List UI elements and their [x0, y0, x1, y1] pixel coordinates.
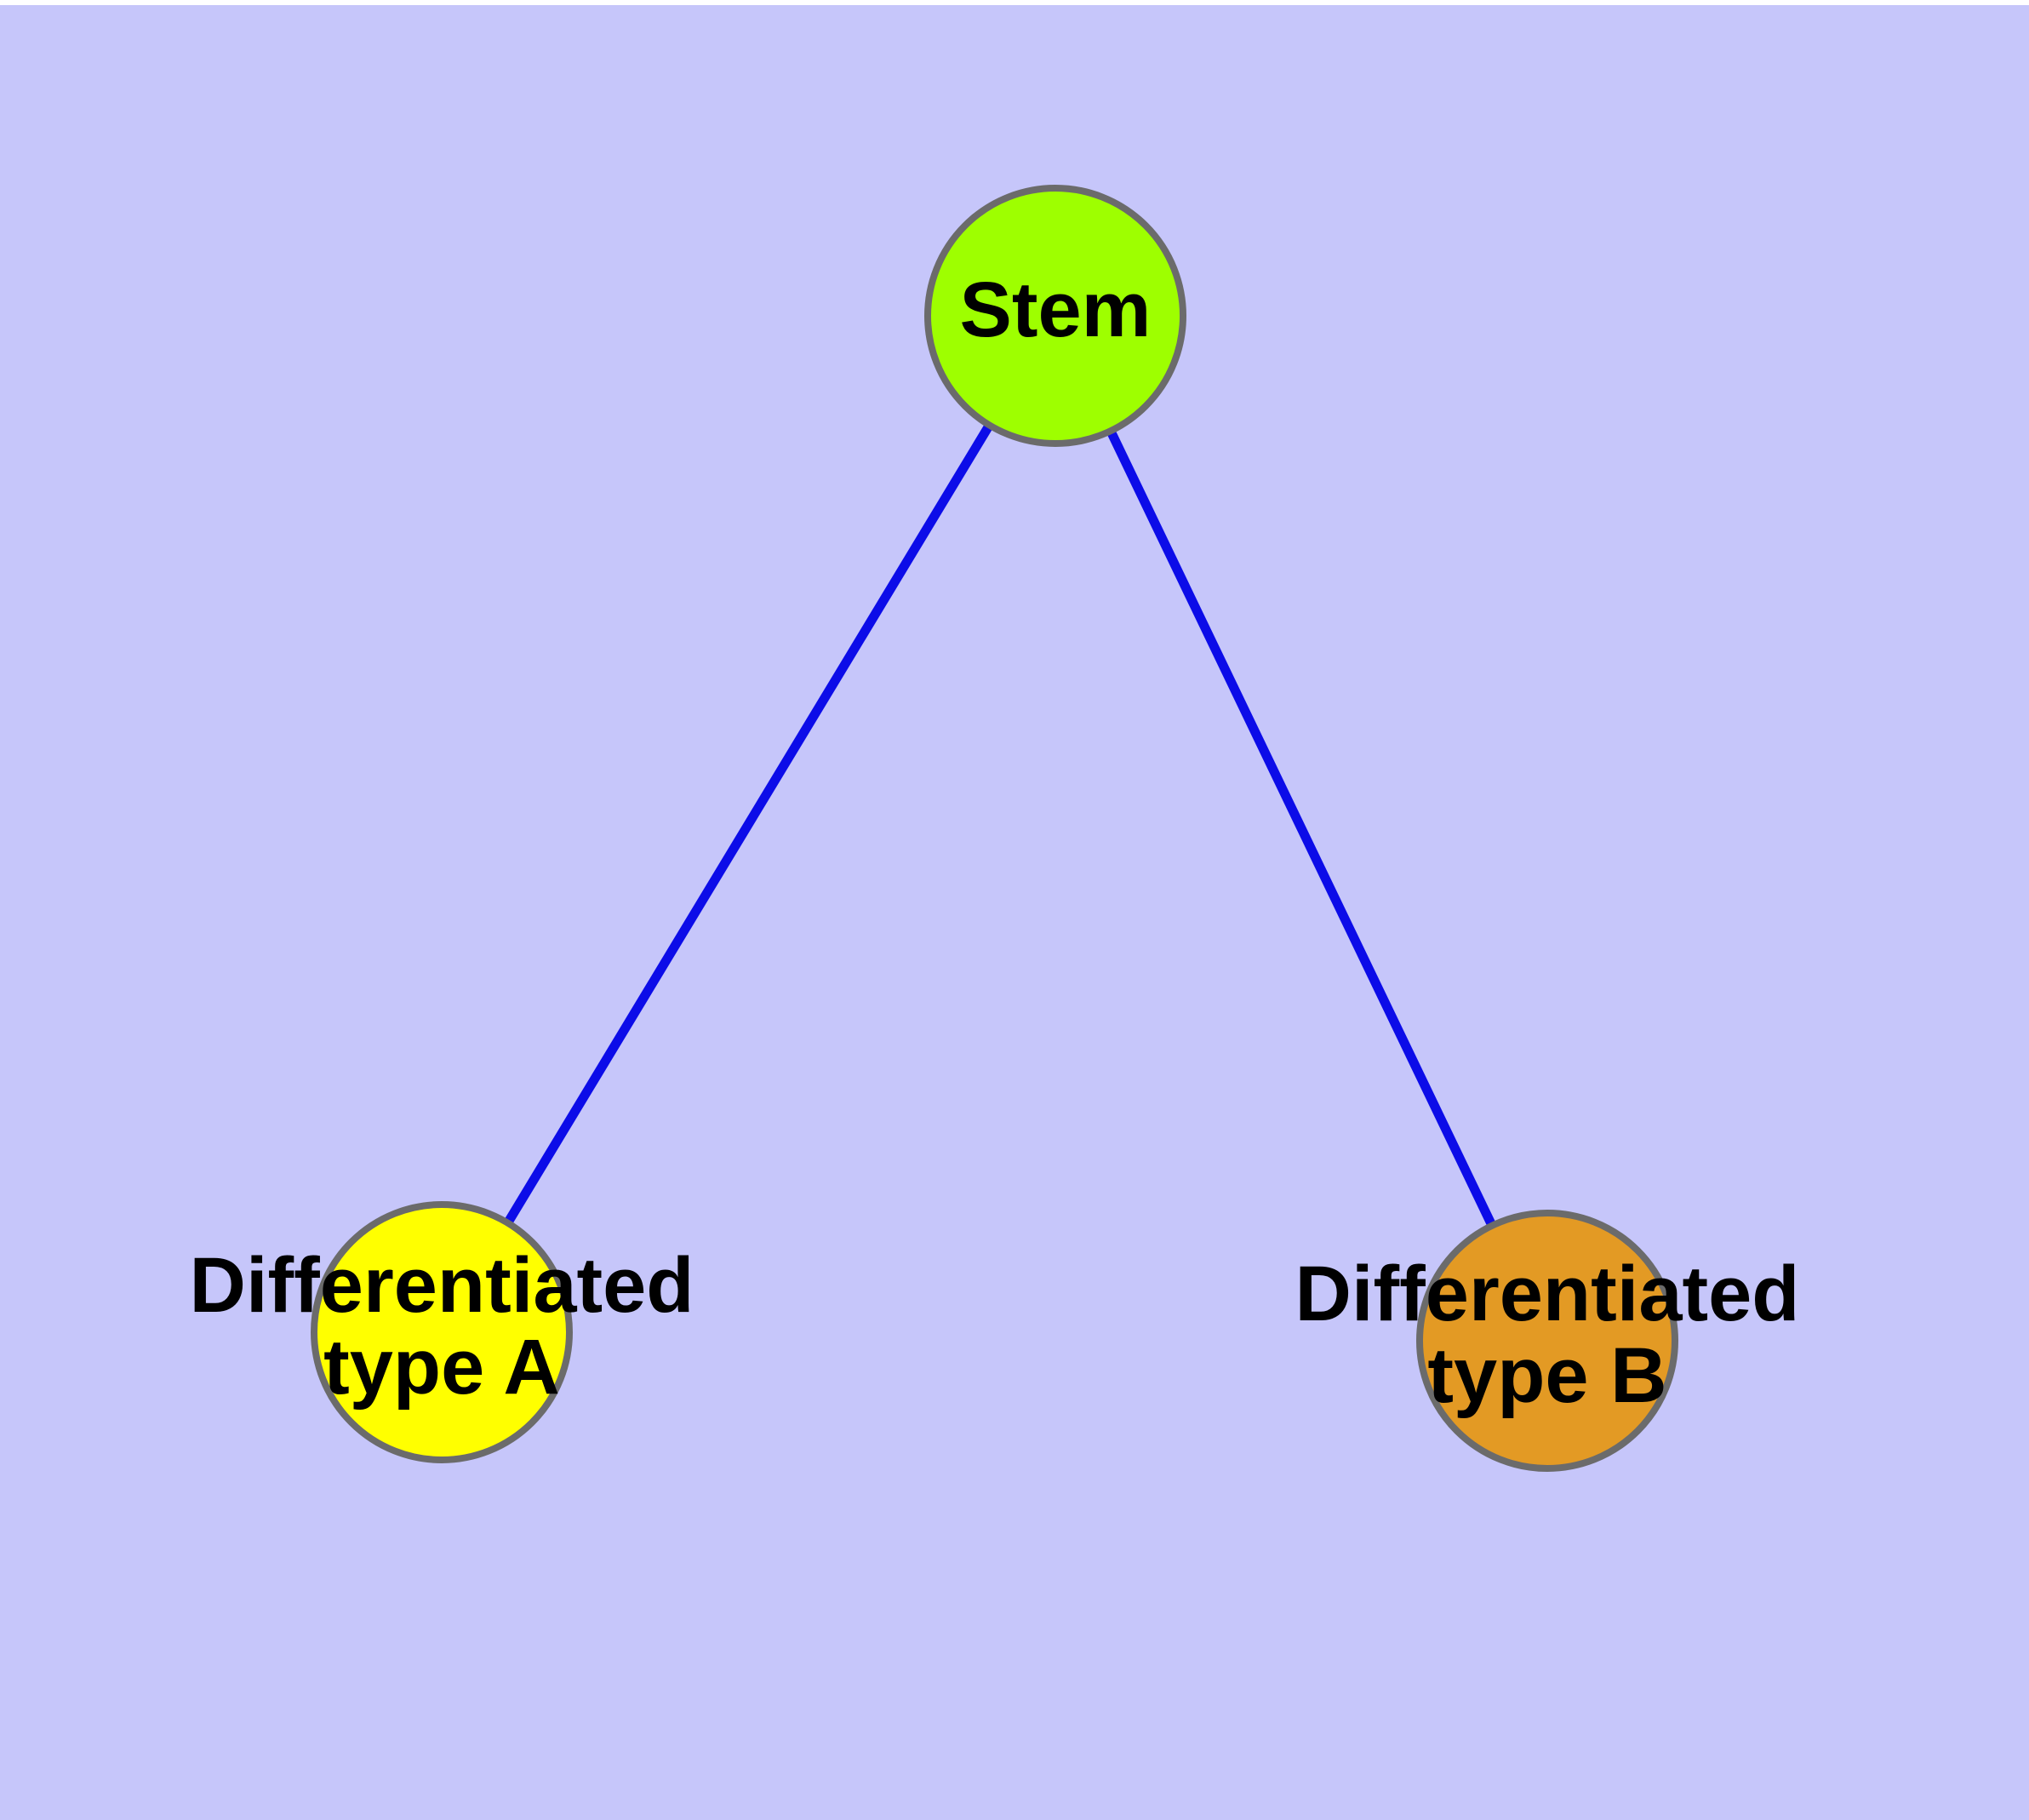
node-label-line: Stem — [960, 266, 1152, 353]
node-circle-diff_a[interactable] — [311, 1201, 573, 1463]
edge-stem-to-diff_b[interactable] — [1051, 313, 1552, 1343]
node-label-line: type B — [1427, 1332, 1666, 1419]
node-circle-diff_b[interactable] — [1416, 1210, 1678, 1472]
node-label-line: Differentiated — [190, 1242, 694, 1329]
edges-layer — [437, 313, 1552, 1343]
node-circle-stem[interactable] — [924, 185, 1186, 447]
edge-stem-to-diff_a[interactable] — [437, 313, 1060, 1335]
node-label-line: type A — [323, 1324, 560, 1411]
node-label-stem: Stem — [960, 266, 1152, 353]
node-label-line: Differentiated — [1295, 1251, 1800, 1337]
node-stem[interactable]: Stem — [924, 185, 1186, 447]
